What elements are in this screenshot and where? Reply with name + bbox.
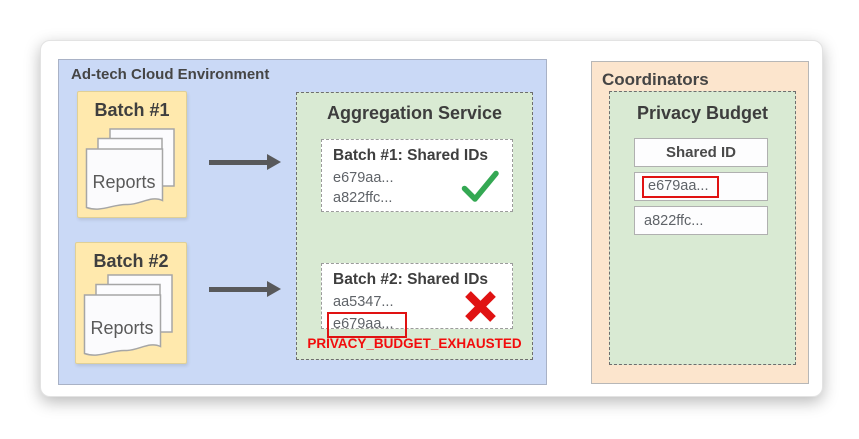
- coordinators-title: Coordinators: [602, 70, 709, 89]
- batch-1-title: Batch #1: [94, 100, 170, 120]
- batch-2-result-box: Batch #2: Shared IDs aa5347... e679aa...: [321, 263, 513, 338]
- coordinators-panel: Coordinators Privacy Budget Shared ID e6…: [591, 61, 809, 384]
- table-row: a822ffc...: [634, 206, 768, 235]
- arrow-head: [267, 281, 281, 297]
- privacy-budget-panel: Privacy Budget Shared ID e679aa... a822f…: [609, 91, 796, 365]
- shared-id-value: e679aa...: [333, 170, 394, 186]
- batch-1-flow-arrow-icon: [209, 154, 281, 170]
- batch-1-result-box: Batch #1: Shared IDs e679aa... a822ffc..…: [321, 139, 513, 212]
- reports-stack-icon: Reports: [83, 274, 178, 362]
- batch-2-box: Batch #2 Reports: [75, 242, 187, 364]
- batch-2-flow-arrow-icon: [209, 281, 281, 297]
- reports-label: Reports: [90, 318, 154, 338]
- adtech-panel-title: Ad-tech Cloud Environment: [71, 66, 270, 83]
- consumed-id-highlight-box: e679aa...: [642, 175, 720, 198]
- error-x-icon: [465, 291, 496, 322]
- reports-stack-icon: Reports: [85, 128, 180, 216]
- shared-id-value: a822ffc...: [333, 190, 393, 206]
- success-check-icon: [461, 170, 499, 202]
- arrow-head: [267, 154, 281, 170]
- arrow-shaft: [209, 286, 267, 292]
- adtech-cloud-panel: Ad-tech Cloud Environment Batch #1 Repor…: [58, 59, 547, 385]
- aggregation-service-title: Aggregation Service: [326, 103, 503, 123]
- batch-2-result-title: Batch #2: Shared IDs: [333, 271, 489, 288]
- batch-2-title: Batch #2: [93, 251, 169, 271]
- arrow-shaft: [209, 159, 267, 165]
- table-row: e679aa...: [634, 172, 768, 201]
- shared-id-table-header: Shared ID: [634, 138, 768, 167]
- aggregation-service-panel: Aggregation Service Batch #1: Shared IDs…: [296, 92, 533, 360]
- shared-id-value: aa5347...: [333, 294, 394, 310]
- document-stack-icon: [85, 128, 175, 210]
- batch-1-result-title: Batch #1: Shared IDs: [333, 147, 489, 164]
- shared-id-table: Shared ID e679aa... a822ffc...: [634, 138, 768, 240]
- reports-label: Reports: [92, 172, 156, 192]
- batch-1-box: Batch #1 Reports: [77, 91, 187, 218]
- duplicate-id-highlight-box: e679aa...: [327, 312, 408, 338]
- privacy-budget-exhausted-label: PRIVACY_BUDGET_EXHAUSTED: [307, 336, 522, 351]
- privacy-budget-title: Privacy Budget: [636, 103, 769, 123]
- diagram-card: Ad-tech Cloud Environment Batch #1 Repor…: [40, 40, 823, 397]
- document-stack-icon: [83, 274, 173, 356]
